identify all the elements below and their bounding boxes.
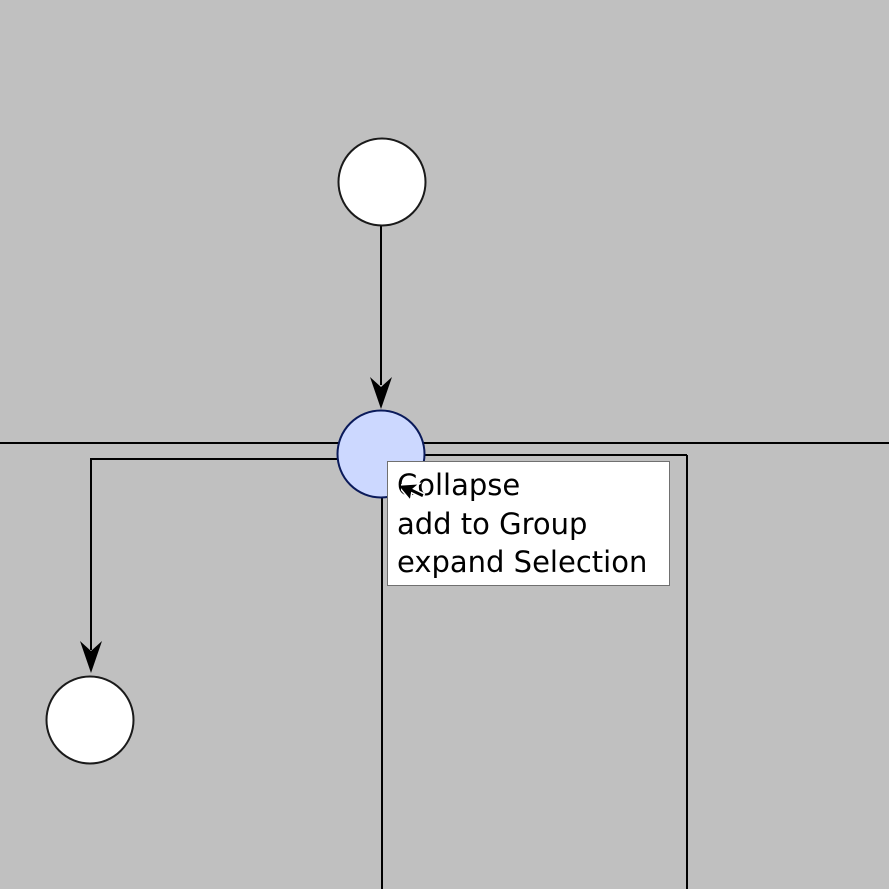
menu-item-expand-selection[interactable]: expand Selection <box>397 545 648 579</box>
bottom-left-node[interactable] <box>45 675 135 765</box>
menu-item-add-to-group[interactable]: add to Group <box>397 506 588 541</box>
edge-center-to-bottom-left[interactable] <box>90 458 339 650</box>
arrowhead-down-icon <box>80 641 102 673</box>
menu-item-collapse[interactable]: Collapse <box>397 468 521 502</box>
arrowhead-down-icon <box>370 377 392 409</box>
context-menu: Collapse add to Group expand Selection <box>387 461 670 586</box>
top-node[interactable] <box>337 137 427 227</box>
